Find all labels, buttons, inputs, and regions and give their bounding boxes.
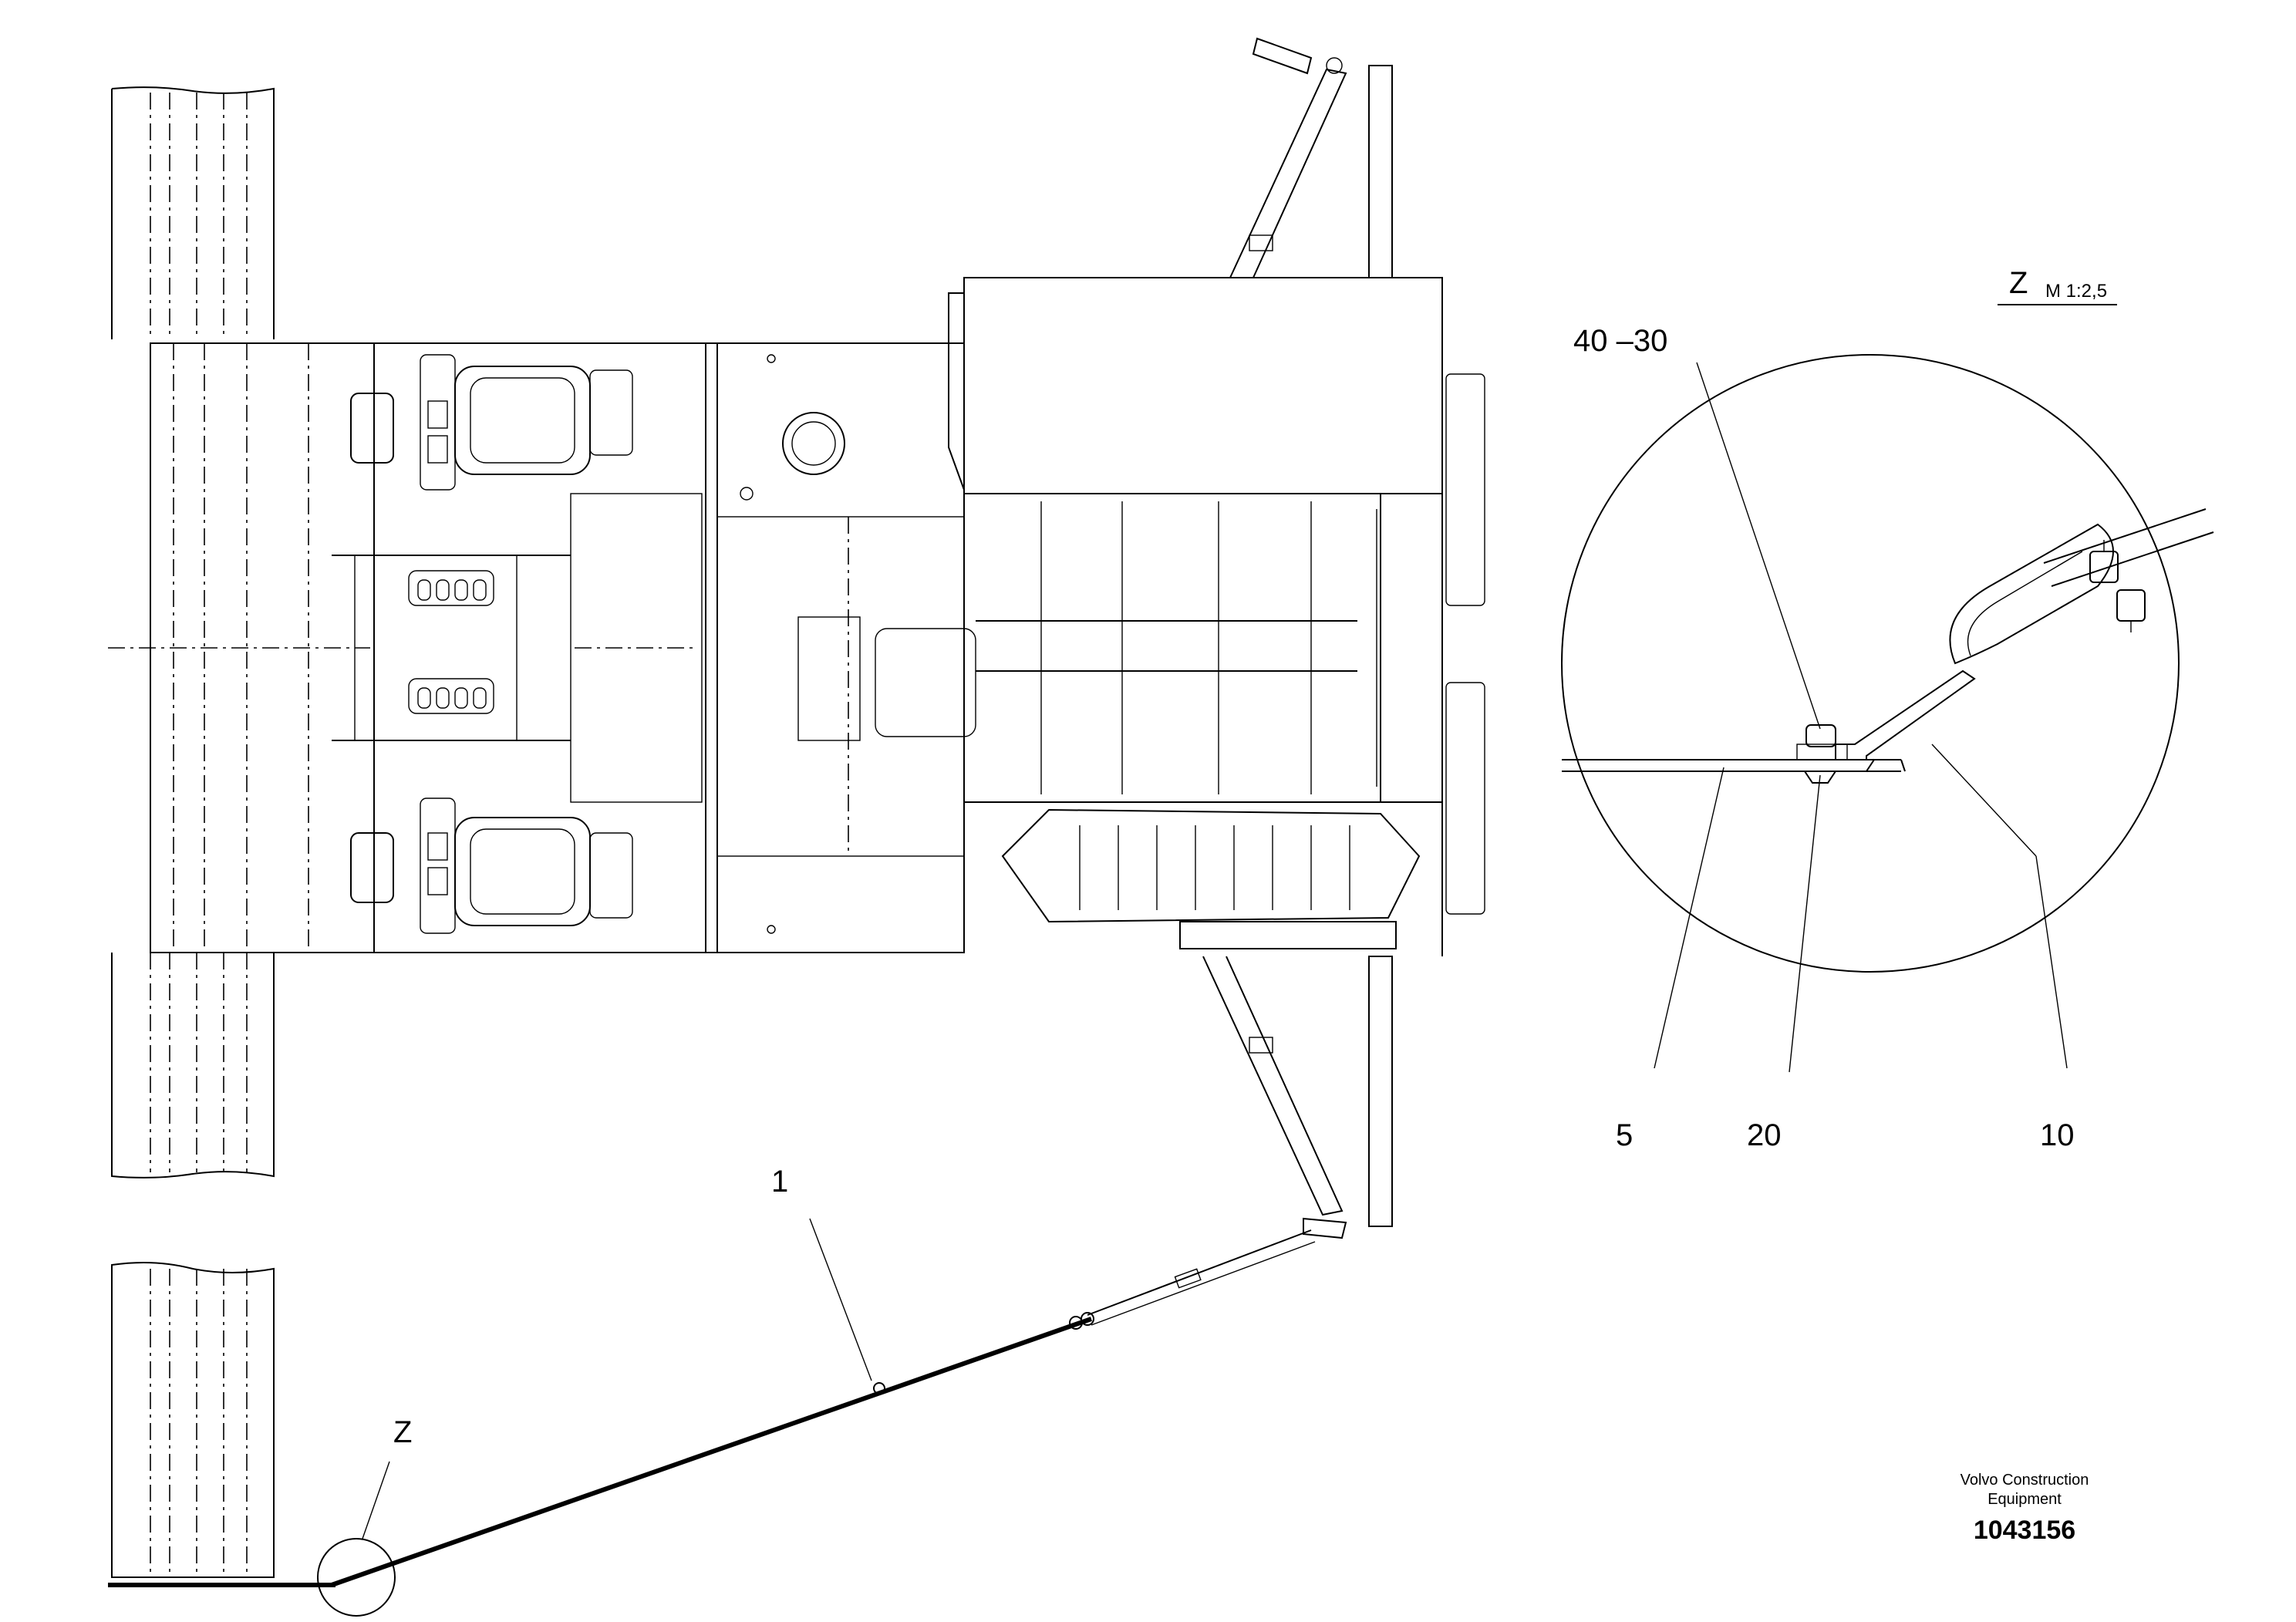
screed-body — [108, 342, 375, 953]
company-line-1: Volvo Construction — [1961, 1472, 2089, 1489]
detail-label: Z — [2009, 266, 2028, 300]
shackle — [1949, 523, 2114, 665]
document-number: 1043156 — [1974, 1516, 2075, 1545]
leader-lines — [809, 304, 2117, 1381]
auger-drum-bottom — [111, 1261, 275, 1578]
detail-z-marker-circle — [317, 1538, 396, 1617]
detail-scale: M 1:2,5 — [2045, 281, 2107, 302]
company-line-2: Equipment — [1988, 1491, 2062, 1508]
exhaust-conveyor — [1001, 808, 1421, 949]
auger-drum-upper — [111, 86, 275, 339]
callout-40-30: 40 –30 — [1573, 324, 1667, 358]
detail-z-view — [1561, 354, 2214, 973]
engine-compartment — [875, 277, 1485, 956]
cable-end — [2043, 508, 2214, 632]
auger-drum-lower — [111, 953, 275, 1179]
tow-cable — [108, 1312, 1094, 1587]
callout-20: 20 — [1747, 1118, 1782, 1152]
callout-10: 10 — [2040, 1118, 2075, 1152]
callout-1: 1 — [771, 1165, 788, 1199]
side-arm-upper — [1229, 37, 1393, 278]
base-plate — [1562, 759, 1906, 772]
main-frame — [705, 342, 965, 953]
title-block: Volvo Construction Equipment 1043156 — [1961, 1472, 2089, 1545]
tensioner-rod — [1087, 1229, 1316, 1326]
operator-seat-upper — [350, 354, 633, 491]
anchor-bracket — [1835, 669, 1976, 772]
leader-z — [362, 1461, 390, 1539]
operator-seat-lower — [350, 798, 633, 934]
bolt — [1796, 724, 1848, 784]
control-panel — [408, 570, 494, 714]
callout-z: Z — [393, 1415, 412, 1449]
callout-5: 5 — [1616, 1118, 1633, 1152]
side-arm-lower — [1202, 956, 1393, 1239]
operator-platform — [332, 342, 706, 953]
